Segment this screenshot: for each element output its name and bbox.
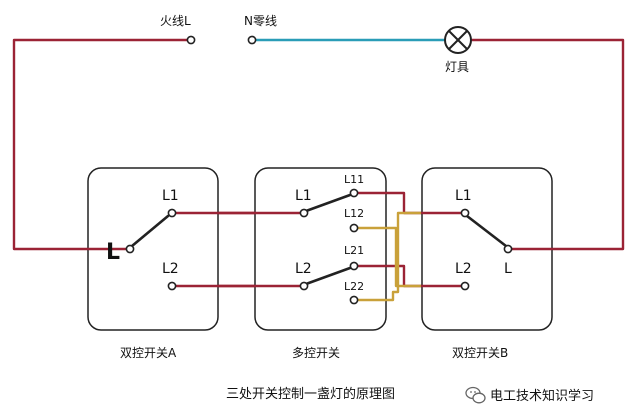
switch-m-terminal-l22 [349,295,359,305]
switch-b-terminal-l2 [460,281,470,291]
switch-a-lever [130,214,170,248]
switch-m-terminal-l1 [299,208,309,218]
switch-m-label-l21: L21 [344,244,364,257]
switch-m-caption: 多控开关 [292,346,340,360]
switch-a-terminal-l1 [167,208,177,218]
diagram-title: 三处开关控制一盏灯的原理图 [226,386,395,402]
switch-a-terminal-l2 [167,281,177,291]
switch-b-terminal-l1 [460,208,470,218]
switch-m-label-l2: L2 [295,261,312,277]
lamp-label: 灯具 [445,60,469,74]
live-terminal [186,35,196,45]
switch-a-caption: 双控开关A [120,346,177,360]
switch-m-box [254,167,387,331]
watermark-text: 电工技术知识学习 [490,388,594,404]
neutral-terminal [247,35,257,45]
switch-m-label-l22: L22 [344,280,364,293]
live-wire [12,38,191,251]
switch-b-caption: 双控开关B [452,346,508,360]
switch-m-label-l11: L11 [344,173,364,186]
switch-b-label-l2: L2 [455,261,472,277]
lamp-icon [444,26,472,54]
switch-m-lever-2 [304,266,352,286]
live-label: 火线L [160,14,191,28]
switch-b-lever [465,214,508,248]
switch-a-terminal-l [125,244,135,254]
wechat-icon [465,386,486,404]
lamp-wire [470,38,625,251]
switch-m-label-l12: L12 [344,207,364,220]
switch-a-label-l2: L2 [162,261,179,277]
switch-a-label-l1: L1 [162,188,179,204]
switch-m-label-l1: L1 [295,188,312,204]
switch-m-terminal-l2 [299,281,309,291]
switch-m-terminal-l12 [349,223,359,233]
switch-m-terminal-l21 [349,261,359,271]
switch-m-lever-1 [304,193,352,213]
switch-b-label-l: L [504,261,512,277]
switch-b-label-l1: L1 [455,188,472,204]
switch-m-terminal-l11 [349,188,359,198]
switch-b-terminal-l [503,244,513,254]
neutral-label: N零线 [244,14,277,28]
switch-a-big-l: L [106,240,120,265]
